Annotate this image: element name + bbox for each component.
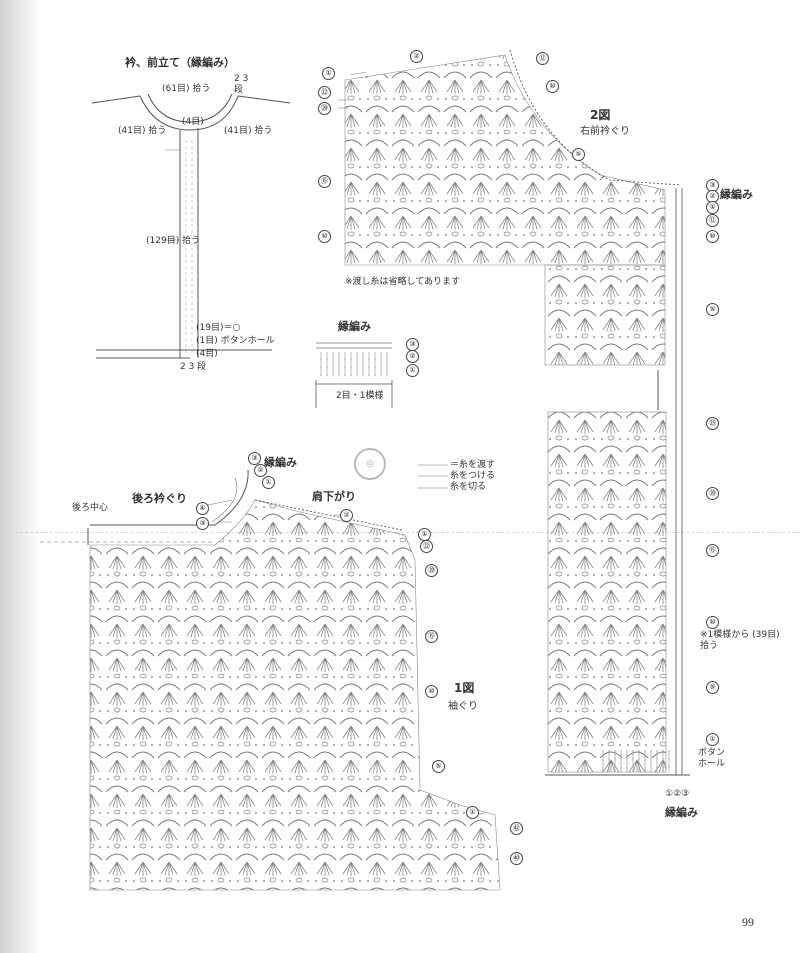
- row-marker: ⑩: [318, 230, 331, 243]
- row-marker: ②: [340, 509, 353, 522]
- row-marker: ②: [254, 464, 267, 477]
- row-marker: ㉕: [706, 417, 719, 430]
- collar-count-4: (4目): [182, 117, 204, 127]
- fig1-legend-attach: 糸をつける: [450, 471, 496, 481]
- row-marker: ①: [706, 201, 719, 214]
- collar-title: 衿、前立て（縁編み）: [125, 56, 235, 69]
- collar-pick-41-left: (41目) 拾う: [118, 126, 167, 136]
- row-marker: ①: [706, 733, 719, 746]
- book-spine-shadow: [0, 0, 40, 953]
- row-marker: ②: [406, 350, 419, 363]
- row-marker: ⑳: [318, 102, 331, 115]
- page-fold-line: [0, 532, 800, 533]
- row-marker: ③: [196, 517, 209, 530]
- fig1-armhole: 袖ぐり: [448, 701, 478, 712]
- page-number: 99: [742, 915, 754, 929]
- row-marker: ①: [262, 476, 275, 489]
- fig1-back-neck: 後ろ衿ぐり: [132, 492, 187, 505]
- row-marker: ⑫: [536, 52, 549, 65]
- fig1-edging-label: 縁編み: [264, 456, 297, 469]
- fig2-edging-label: 縁編み: [720, 188, 753, 201]
- collar-count-4b: (4目): [196, 349, 218, 359]
- collar-rows-bottom: 2 3 段: [180, 362, 207, 372]
- row-marker: ⑩: [706, 616, 719, 629]
- row-marker: ④: [196, 502, 209, 515]
- fig2-bottom-rows: ①②③: [665, 789, 690, 799]
- row-marker: ㊵: [510, 852, 523, 865]
- fig2-pick-note: ※1模様から (39目) 拾う: [700, 630, 780, 651]
- row-marker: ①: [418, 528, 431, 541]
- collar-pick-61: (61目) 拾う: [162, 84, 211, 94]
- fig2-right-front-neck: 右前衿ぐり: [580, 126, 630, 137]
- row-marker: ⑤: [706, 303, 719, 316]
- edging-sample-title: 縁編み: [338, 320, 371, 333]
- collar-pick-129: (129目) 拾う: [146, 236, 201, 246]
- row-marker: ⑮: [318, 175, 331, 188]
- collar-buttonhole: (1目) ボタンホール: [196, 336, 275, 346]
- row-marker: ⑤: [432, 760, 445, 773]
- collar-pick-41-right: (41目) 拾う: [224, 126, 273, 136]
- collar-count-19: (19目)＝○: [196, 323, 241, 333]
- row-marker: ⑩: [546, 80, 559, 93]
- fig1-legend-cut: 糸を切る: [450, 482, 487, 492]
- row-marker: ⑳: [706, 487, 719, 500]
- row-marker: ⑤: [572, 148, 585, 161]
- fig1-legend-pass: ＝糸を渡す: [450, 460, 496, 470]
- edging-sample-repeat: 2目・1模様: [336, 391, 384, 401]
- row-marker: ⑩: [425, 685, 438, 698]
- watermark-logo: ◎: [354, 448, 386, 480]
- fig2-note: ※渡し糸は省略してあります: [345, 277, 461, 287]
- row-marker: ⑮: [425, 630, 438, 643]
- row-marker: ㉒: [420, 540, 433, 553]
- fig2-buttonhole: ボタン ホール: [698, 748, 726, 769]
- row-marker: ㊷: [510, 822, 523, 835]
- row-marker: ①: [466, 806, 479, 819]
- fig2-edging-bottom: 縁編み: [665, 806, 698, 819]
- row-marker: ③: [248, 452, 261, 465]
- row-marker: ㉒: [318, 86, 331, 99]
- row-marker: ⑩: [706, 230, 719, 243]
- row-marker: ②: [410, 50, 423, 63]
- row-marker: ⑤: [706, 681, 719, 694]
- fig1-back-center: 後ろ中心: [72, 503, 109, 513]
- fig2-figure-number: 2図: [590, 108, 611, 122]
- collar-rows-top: 2 3 段: [234, 74, 249, 95]
- row-marker: ①: [322, 67, 335, 80]
- fig1-figure-number: 1図: [454, 681, 475, 695]
- fig1-shoulder: 肩下がり: [312, 490, 356, 503]
- row-marker: ⑫: [706, 214, 719, 227]
- row-marker: ①: [406, 364, 419, 377]
- row-marker: ⑳: [425, 564, 438, 577]
- row-marker: ⑮: [706, 544, 719, 557]
